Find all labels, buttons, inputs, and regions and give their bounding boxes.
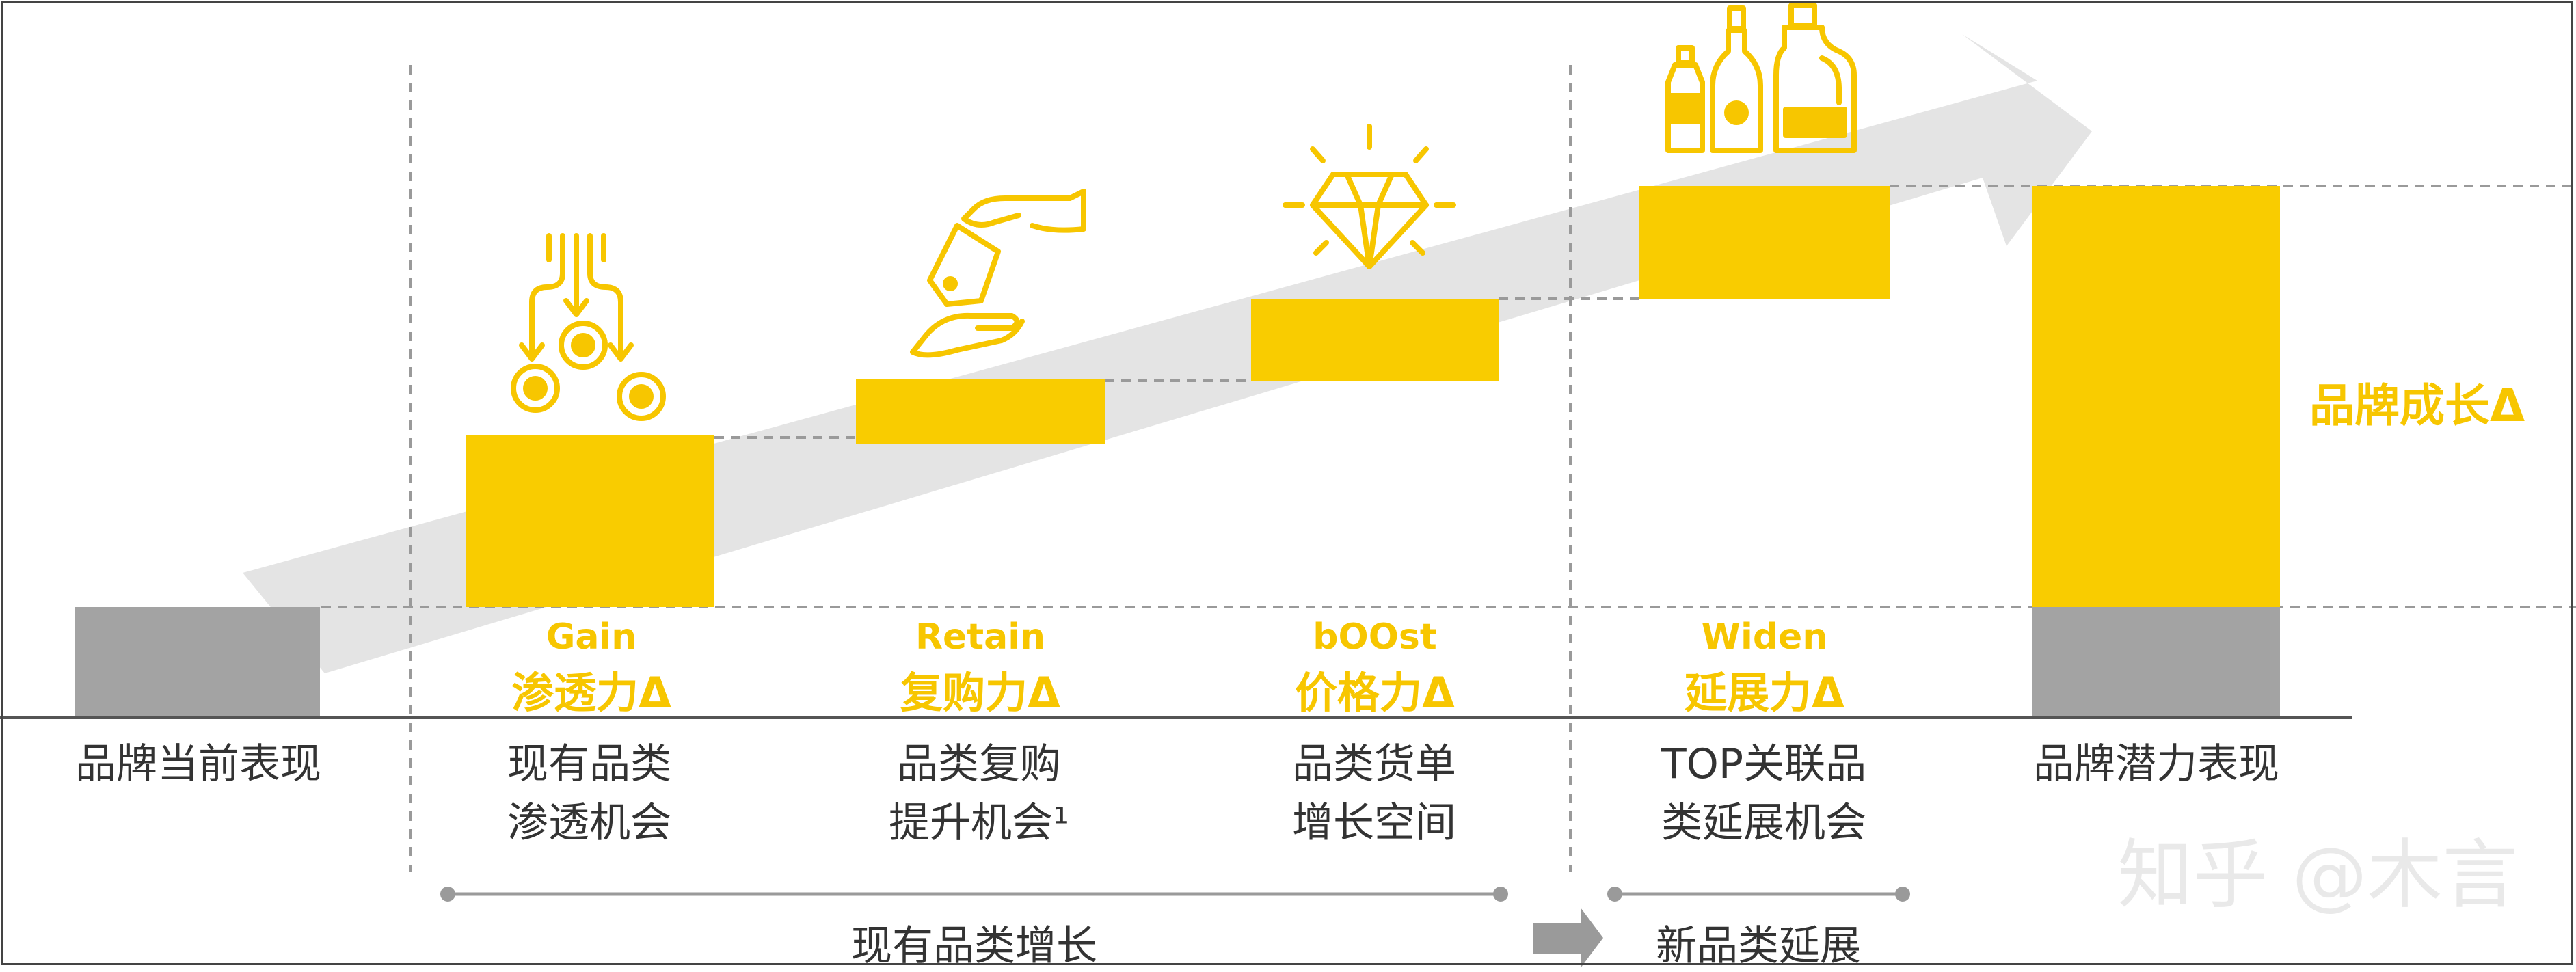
bar-gain <box>466 435 714 607</box>
step-zh-boost: 价格力Δ <box>1295 668 1455 718</box>
bottles-icon <box>1665 3 1857 153</box>
growth-label: 品牌成长Δ <box>2309 379 2525 432</box>
step-en-boost: bOOst <box>1313 617 1437 658</box>
bar-potential-growth <box>2032 186 2280 607</box>
step-en-retain: Retain <box>915 617 1046 658</box>
bar-widen <box>1639 186 1890 299</box>
group-label-new: 新品类延展 <box>1656 922 1861 970</box>
label-widen: TOP关联品 类延展机会 <box>1661 740 1867 847</box>
label-gain: 现有品类 渗透机会 <box>507 740 671 847</box>
coins-funnel-icon <box>511 233 666 421</box>
step-zh-retain: 复购力Δ <box>900 668 1060 718</box>
timeline-dot <box>440 887 455 902</box>
label-boost: 品类货单 增长空间 <box>1292 740 1456 847</box>
label-current: 品牌当前表现 <box>75 740 321 788</box>
hand-price-tag-icon <box>910 189 1086 358</box>
timeline-dot <box>1607 887 1622 902</box>
step-zh-gain: 渗透力Δ <box>511 668 671 718</box>
label-potential: 品牌潜力表现 <box>2033 740 2279 788</box>
timeline-dot <box>1895 887 1910 902</box>
diamond-icon <box>1283 124 1456 269</box>
label-retain: 品类复购 提升机会¹ <box>888 740 1070 847</box>
next-group-arrow <box>1533 908 1603 968</box>
bar-current <box>75 607 320 716</box>
group-label-existing: 现有品类增长 <box>851 922 1097 970</box>
bar-boost <box>1251 299 1499 381</box>
watermark: 知乎 @木言 <box>2117 831 2518 919</box>
step-en-gain: Gain <box>546 617 637 658</box>
bar-potential-base <box>2032 607 2280 716</box>
step-zh-widen: 延展力Δ <box>1685 668 1844 718</box>
step-en-widen: Widen <box>1701 617 1828 658</box>
timeline-dot <box>1493 887 1508 902</box>
bar-retain <box>856 379 1105 444</box>
